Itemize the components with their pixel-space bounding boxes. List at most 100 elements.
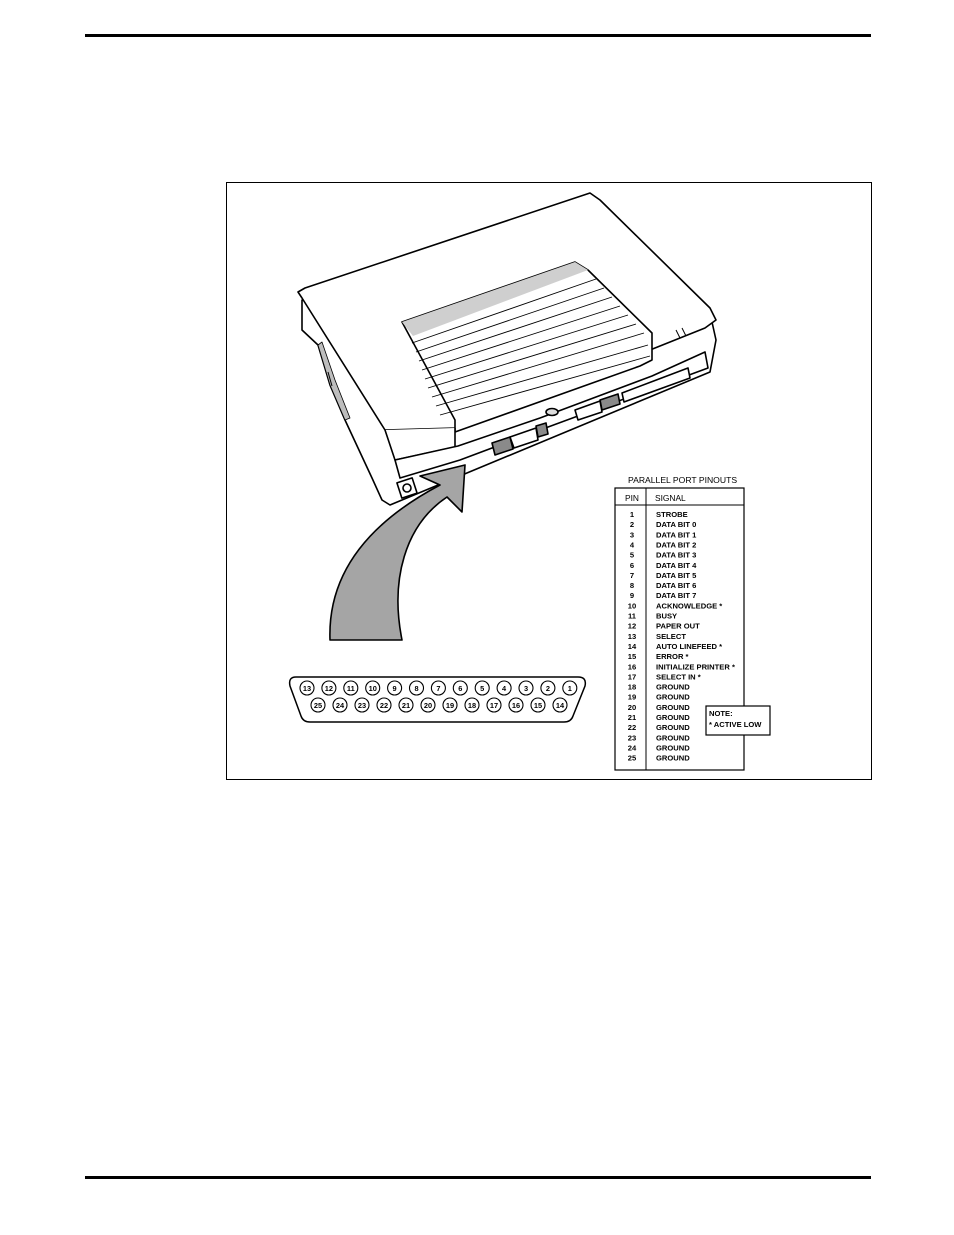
table-pin-cell: 2 (630, 520, 634, 529)
table-pin-cell: 16 (628, 662, 636, 671)
header-rule (85, 34, 871, 37)
table-signal-cell: BUSY (656, 612, 677, 621)
pin-circle (508, 697, 524, 713)
pin-number-label: 2 (546, 684, 550, 693)
pin-circle (376, 697, 392, 713)
table-signal-cell: SELECT (656, 632, 686, 641)
table-pin-cell: 1 (630, 510, 635, 519)
pin-circle (464, 697, 480, 713)
table-pin-cell: 21 (628, 713, 637, 722)
connector-pin-bottom: 15 (530, 697, 546, 713)
port-slot-shade-1 (491, 436, 514, 456)
pin-number-label: 16 (512, 701, 520, 710)
table-signal-cell: GROUND (656, 733, 690, 742)
pinout-table-title: PARALLEL PORT PINOUTS (628, 475, 737, 485)
pin-circle (540, 680, 556, 696)
pin-circle (408, 680, 425, 696)
table-pin-cell: 12 (628, 622, 636, 631)
table-signal-cell: DATA BIT 3 (656, 551, 696, 560)
connector-pin-top: 6 (452, 680, 468, 696)
table-pin-cell: 4 (630, 540, 635, 549)
table-pin-cell: 7 (630, 571, 634, 580)
pin-circle (332, 697, 348, 713)
pin-number-label: 14 (556, 701, 565, 710)
curved-arrow (329, 464, 466, 641)
pin-number-label: 5 (480, 684, 484, 693)
pin-number-label: 3 (524, 684, 528, 693)
long-connector (621, 367, 691, 403)
pin-number-label: 25 (314, 701, 322, 710)
pin-circle (496, 680, 512, 696)
table-pin-cell: 18 (628, 683, 636, 692)
note-box (705, 705, 771, 736)
pin-number-label: 18 (468, 701, 476, 710)
pin-number-label: 23 (358, 701, 366, 710)
pin-column-header: PIN (625, 493, 639, 503)
connector-pin-bottom: 24 (332, 697, 348, 713)
pin-number-label: 20 (424, 701, 432, 710)
pin-number-label: 11 (347, 684, 355, 693)
connector-pin-top: 7 (430, 680, 446, 696)
pin-circle (442, 697, 458, 713)
connector-pin-bottom: 16 (508, 697, 524, 713)
table-signal-cell: ACKNOWLEDGE * (656, 601, 722, 610)
pin-circle (365, 680, 381, 696)
pin-number-label: 4 (502, 684, 507, 693)
table-signal-cell: INITIALIZE PRINTER * (656, 662, 735, 671)
connector-pin-bottom: 22 (376, 697, 392, 713)
pin-number-label: 1 (568, 684, 572, 693)
connector-pin-bottom: 19 (442, 697, 458, 713)
footer-rule (85, 1176, 871, 1179)
figure-frame (226, 182, 872, 780)
pin-circle (310, 697, 326, 713)
pin-circle (354, 697, 370, 713)
table-pin-cell: 6 (630, 561, 634, 570)
pin-circle (452, 680, 468, 696)
table-signal-cell: GROUND (656, 723, 690, 732)
table-pin-cell: 17 (628, 672, 636, 681)
connector-pin-top: 11 (343, 680, 359, 696)
pin-number-label: 19 (446, 701, 454, 710)
pin-number-label: 21 (402, 701, 410, 710)
pin-number-label: 7 (436, 684, 440, 693)
connector-pin-bottom: 18 (464, 697, 480, 713)
table-signal-cell: GROUND (656, 743, 690, 752)
pin-circle (530, 697, 546, 713)
pin-circle (430, 680, 446, 696)
connector-pin-top: 2 (540, 680, 556, 696)
table-signal-cell: GROUND (656, 693, 690, 702)
table-signal-cell: GROUND (656, 703, 690, 712)
note-title: NOTE: (709, 709, 733, 718)
table-pin-cell: 5 (630, 551, 635, 560)
table-pin-cell: 15 (628, 652, 637, 661)
connector-pin-top: 4 (496, 680, 512, 696)
table-signal-cell: SELECT IN * (656, 672, 701, 681)
table-signal-cell: DATA BIT 5 (656, 571, 697, 580)
pin-number-label: 13 (303, 684, 311, 693)
pinout-table (614, 487, 745, 771)
table-signal-cell: PAPER OUT (656, 622, 700, 631)
pin-circle (299, 680, 315, 696)
pin-number-label: 22 (380, 701, 388, 710)
table-signal-cell: DATA BIT 1 (656, 530, 697, 539)
table-signal-cell: DATA BIT 6 (656, 581, 696, 590)
table-pin-cell: 3 (630, 530, 634, 539)
table-pin-cell: 24 (628, 743, 637, 752)
connector-pin-top: 13 (299, 680, 315, 696)
connector-pin-bottom: 25 (310, 697, 326, 713)
table-signal-cell: AUTO LINEFEED * (656, 642, 722, 651)
pin-circle (562, 680, 578, 696)
table-pin-cell: 22 (628, 723, 636, 732)
connector-pin-bottom: 21 (398, 697, 414, 713)
connector-pin-top: 10 (365, 680, 381, 696)
pin-number-label: 10 (369, 684, 377, 693)
lid-shaded-strip (402, 262, 588, 336)
connector-pin-top: 1 (562, 680, 578, 696)
pin-circle (552, 697, 568, 713)
dsub-connector-1 (509, 427, 539, 449)
table-signal-cell: GROUND (656, 683, 690, 692)
pin-circle (398, 697, 414, 713)
table-pin-cell: 13 (628, 632, 636, 641)
